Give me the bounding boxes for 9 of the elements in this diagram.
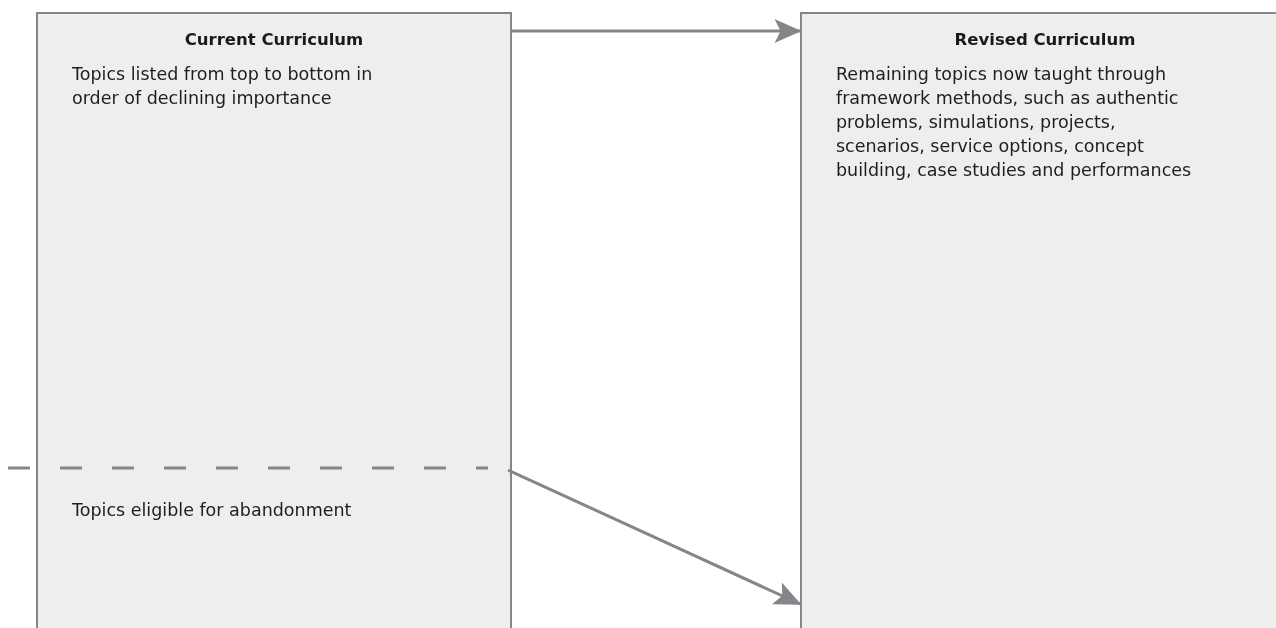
box-text: Topics listed from top to bottom in order of declining importance [72,63,374,110]
curriculum-box [36,12,512,628]
box-heading: Current Curriculum [183,30,365,49]
arrow [507,468,802,606]
box-text: Remaining topics now taught through framework methods, such as authentic problems, simulations, projects, scenarios, service options, concept building, case studies and performances [836,63,1193,182]
box-heading: Revised Curriculum [953,30,1137,49]
curriculum-box [800,12,1276,628]
box-text: Topics eligible for abandonment [72,499,353,522]
arrow [512,19,802,43]
